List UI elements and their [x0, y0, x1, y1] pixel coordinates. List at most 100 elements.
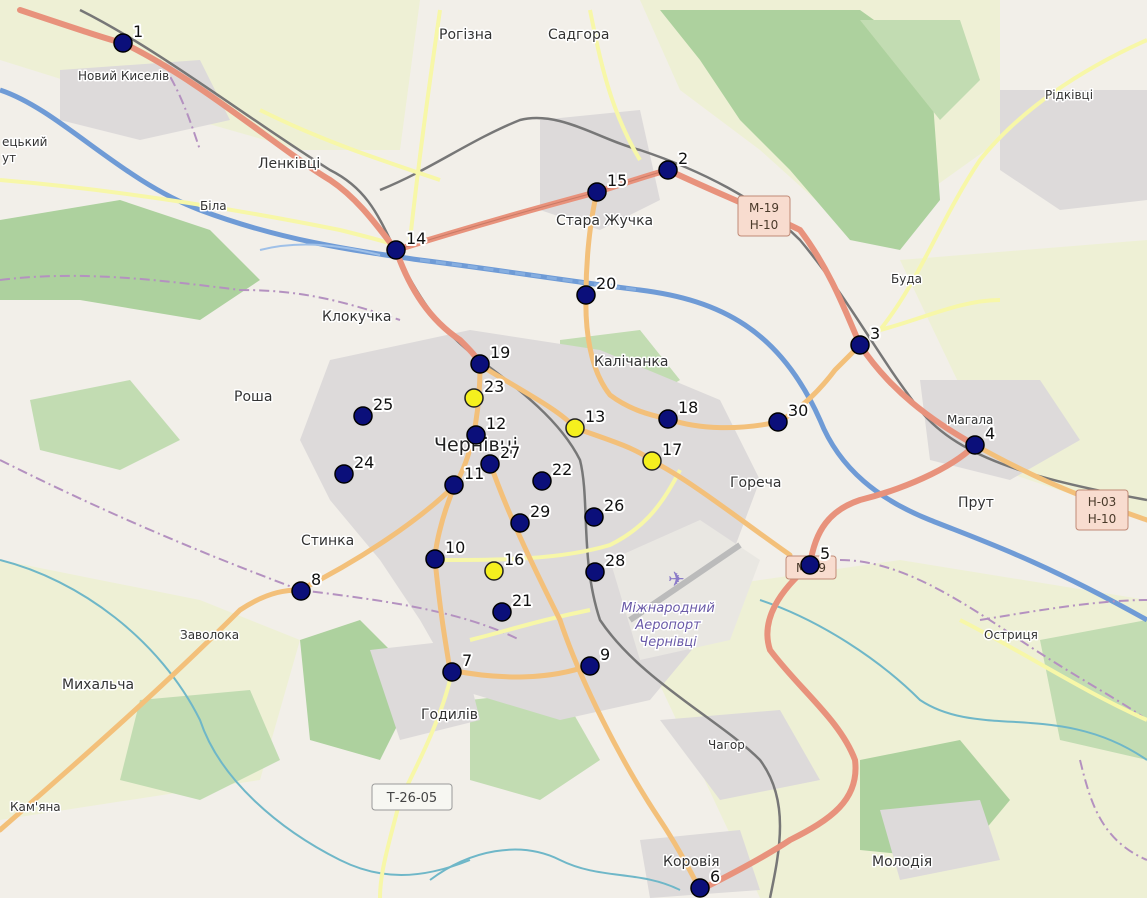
- marker-dot[interactable]: [850, 335, 870, 355]
- marker-24[interactable]: 24: [334, 451, 376, 484]
- marker-6[interactable]: 6: [690, 865, 722, 898]
- marker-label: 16: [504, 550, 524, 569]
- marker-dot[interactable]: [480, 454, 500, 474]
- airport-label-line: Аеропорт: [634, 618, 701, 633]
- marker-2[interactable]: 2: [658, 147, 690, 180]
- place-label-magala: Магала: [947, 413, 993, 427]
- place-label-ostrytsia: Остриця: [984, 628, 1038, 642]
- marker-label: 15: [607, 171, 627, 190]
- marker-label: 22: [552, 460, 572, 479]
- place-label-kalichanka: Калічанка: [594, 354, 668, 370]
- marker-9[interactable]: 9: [580, 643, 612, 676]
- marker-dot[interactable]: [334, 464, 354, 484]
- marker-label: 21: [512, 591, 532, 610]
- marker-17[interactable]: 17: [642, 438, 684, 471]
- marker-dot[interactable]: [492, 602, 512, 622]
- place-label-prut: Прут: [958, 495, 994, 511]
- place-label-ridkivtsi: Рідківці: [1045, 88, 1093, 102]
- marker-dot[interactable]: [690, 878, 710, 898]
- road-shield-text: М-19: [749, 201, 779, 215]
- place-label-chahor: Чагор: [708, 738, 745, 752]
- marker-dot[interactable]: [642, 451, 662, 471]
- marker-dot[interactable]: [425, 549, 445, 569]
- marker-label: 10: [445, 538, 465, 557]
- airport-label-line: Міжнародний: [621, 601, 715, 616]
- marker-27[interactable]: 27: [480, 441, 522, 474]
- marker-dot[interactable]: [466, 425, 486, 445]
- marker-label: 19: [490, 343, 510, 362]
- marker-7[interactable]: 7: [442, 649, 474, 682]
- marker-29[interactable]: 29: [510, 500, 552, 533]
- marker-label: 20: [596, 274, 616, 293]
- marker-8[interactable]: 8: [291, 568, 323, 601]
- marker-dot[interactable]: [584, 507, 604, 527]
- place-label-sadgora: Садгора: [548, 27, 609, 43]
- marker-22[interactable]: 22: [532, 458, 574, 491]
- marker-12[interactable]: 12: [466, 412, 508, 445]
- marker-dot[interactable]: [470, 354, 490, 374]
- marker-15[interactable]: 15: [587, 169, 629, 202]
- marker-dot[interactable]: [444, 475, 464, 495]
- marker-4[interactable]: 4: [965, 422, 997, 455]
- place-label-molodia: Молодія: [872, 854, 932, 870]
- marker-23[interactable]: 23: [464, 375, 506, 408]
- secondary-roads: [0, 189, 1147, 893]
- airplane-icon: ✈: [668, 567, 685, 591]
- marker-20[interactable]: 20: [576, 272, 618, 305]
- marker-1[interactable]: 1: [113, 20, 145, 53]
- marker-dot[interactable]: [353, 406, 373, 426]
- marker-label: 30: [788, 401, 808, 420]
- marker-dot[interactable]: [291, 581, 311, 601]
- marker-dot[interactable]: [464, 388, 484, 408]
- major-roads-casing: [395, 169, 669, 251]
- marker-18[interactable]: 18: [658, 396, 700, 429]
- airport-area: ✈: [610, 520, 760, 660]
- marker-dot[interactable]: [532, 471, 552, 491]
- marker-dot[interactable]: [442, 662, 462, 682]
- place-label-hodyliv: Годилів: [421, 707, 478, 723]
- place-label-buda: Буда: [891, 272, 922, 286]
- marker-dot[interactable]: [113, 33, 133, 53]
- marker-11[interactable]: 11: [444, 462, 486, 495]
- marker-dot[interactable]: [800, 555, 820, 575]
- marker-label: 11: [464, 464, 484, 483]
- marker-dot[interactable]: [565, 418, 585, 438]
- marker-dot[interactable]: [386, 240, 406, 260]
- marker-dot[interactable]: [510, 513, 530, 533]
- marker-dot[interactable]: [965, 435, 985, 455]
- marker-14[interactable]: 14: [386, 227, 428, 260]
- marker-dot[interactable]: [587, 182, 607, 202]
- road-shield-h03-h10: Н-03Н-10: [1075, 489, 1129, 531]
- marker-dot[interactable]: [768, 412, 788, 432]
- marker-label: 26: [604, 496, 624, 515]
- place-label-rosha: Роша: [234, 389, 272, 405]
- road-shield-text: Н-10: [750, 218, 779, 232]
- marker-3[interactable]: 3: [850, 322, 882, 355]
- marker-13[interactable]: 13: [565, 405, 607, 438]
- marker-5[interactable]: 5: [800, 542, 832, 575]
- marker-19[interactable]: 19: [470, 341, 512, 374]
- marker-label: 1: [133, 22, 143, 41]
- route-label-t26-05: Т-26-05: [371, 783, 453, 811]
- marker-10[interactable]: 10: [425, 536, 467, 569]
- marker-21[interactable]: 21: [492, 589, 534, 622]
- marker-dot[interactable]: [576, 285, 596, 305]
- place-label-stara-zhuchka: Стара Жучка: [556, 213, 653, 229]
- marker-25[interactable]: 25: [353, 393, 395, 426]
- marker-dot[interactable]: [585, 562, 605, 582]
- marker-30[interactable]: 30: [768, 399, 810, 432]
- marker-dot[interactable]: [658, 409, 678, 429]
- marker-dot[interactable]: [580, 656, 600, 676]
- marker-dot[interactable]: [484, 561, 504, 581]
- marker-dot[interactable]: [658, 160, 678, 180]
- tertiary-roads: [0, 9, 1147, 898]
- marker-label: 3: [870, 324, 880, 343]
- marker-28[interactable]: 28: [585, 549, 627, 582]
- marker-16[interactable]: 16: [484, 548, 526, 581]
- marker-26[interactable]: 26: [584, 494, 626, 527]
